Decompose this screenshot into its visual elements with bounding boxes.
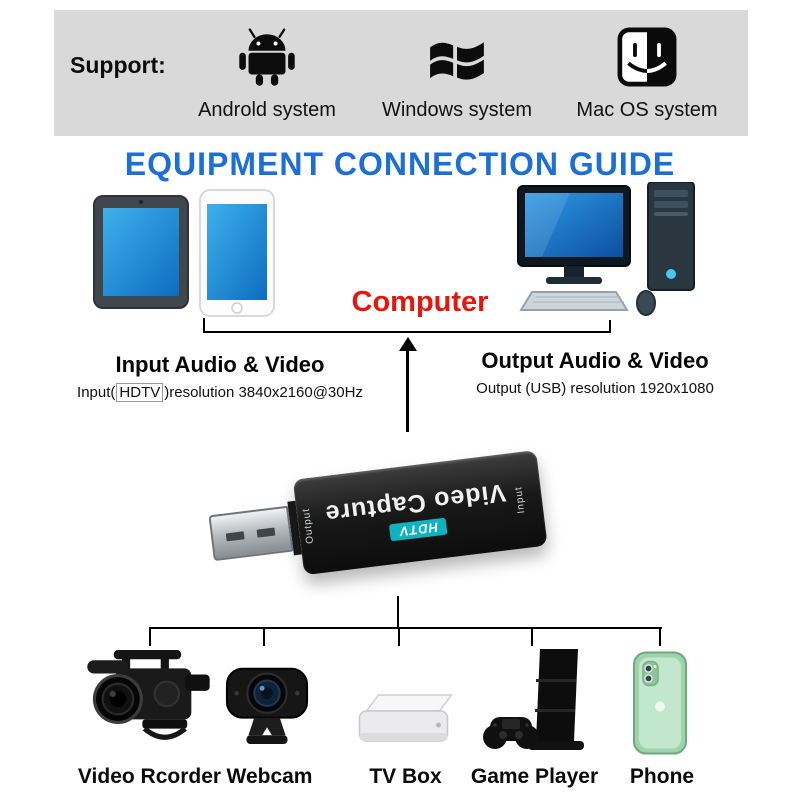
connector-line [397,596,399,628]
up-arrow-icon [399,337,417,351]
input-detail: Input(HDTV)resolution 3840x2160@30Hz [77,383,363,402]
output-detail: Output (USB) resolution 1920x1080 [476,380,714,397]
usb-slot [256,527,276,538]
up-arrow-shaft [406,350,409,432]
support-label: Support: [70,52,166,78]
android-icon [234,18,300,96]
page-title: EQUIPMENT CONNECTION GUIDE [124,146,676,182]
connector-line [659,629,661,646]
game-player-icon [478,645,590,760]
system-windows: Windows system [362,18,552,122]
system-macos: Mac OS system [552,18,742,122]
input-port-label: Input [513,486,528,515]
computer-label: Computer [351,286,489,318]
game-player-label: Game Player [470,765,599,788]
input-title: Input Audio & Video [115,352,325,377]
connector-line [203,318,205,333]
output-port-label: Output [300,507,316,545]
capture-card-device: Input HDTV Video Capture Output [205,450,548,586]
support-banner: Support: [54,10,748,136]
capture-card-body: Input HDTV Video Capture Output [292,450,548,576]
connector-line [398,629,400,646]
android-label: Androld system [198,99,336,121]
usb-slot [225,531,245,542]
usb-plug-icon [208,505,294,562]
output-title: Output Audio & Video [481,348,709,373]
windows-label: Windows system [381,99,533,121]
desktop-computer-icon [500,182,715,322]
webcam-icon [223,652,311,752]
macos-label: Mac OS system [576,99,718,121]
input-spec-block: Input Audio & Video Input(HDTV)resolutio… [50,352,390,402]
connector-line [609,320,611,333]
macos-icon [616,18,678,96]
hdtv-badge: HDTV [116,383,164,402]
tv-box-label: TV Box [369,765,442,788]
connector-line [149,629,151,646]
tablet-devices-icon [92,188,282,320]
system-android: Androld system [172,18,362,122]
capture-card-brand: HDTV [388,517,448,542]
capture-card-text: HDTV Video Capture [323,477,510,549]
output-spec-block: Output Audio & Video Output (USB) resolu… [420,348,770,397]
phone-label: Phone [629,765,695,788]
connector-line [531,629,533,646]
connector-line [203,331,611,333]
supported-systems: Androld system Windows system [172,18,742,122]
connector-line [149,627,662,629]
phone-icon [631,650,689,756]
video-recorder-label: Video Rcorder [77,765,222,788]
connector-line [263,629,265,646]
webcam-label: Webcam [226,765,313,788]
video-recorder-icon [85,648,213,750]
tv-box-icon [350,685,456,755]
windows-icon [425,18,489,96]
